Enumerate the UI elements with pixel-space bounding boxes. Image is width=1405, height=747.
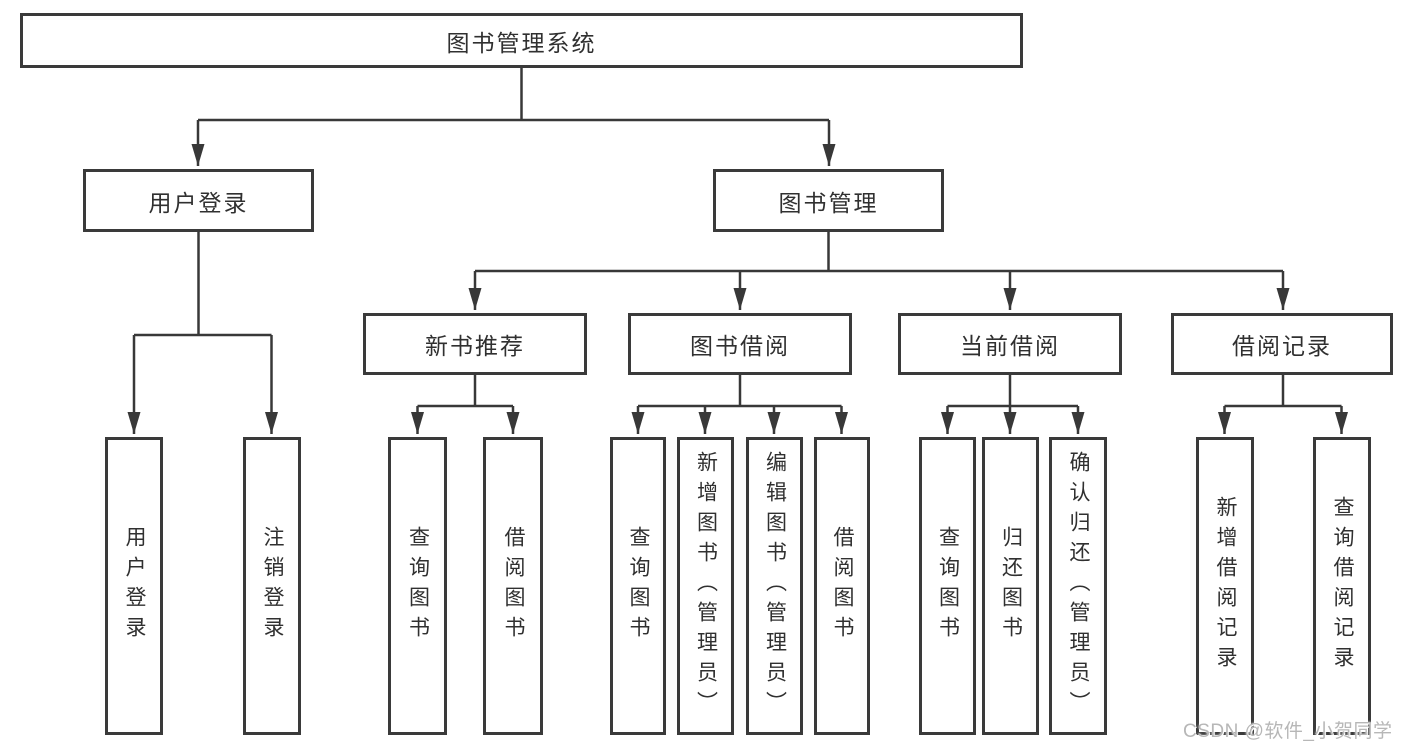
node-add-books-admin: 新增图书（管理员） — [677, 437, 734, 735]
node-label: 归还图书 — [999, 526, 1023, 646]
node-query-books-recommend: 查询图书 — [388, 437, 447, 735]
node-label: 图书借阅 — [690, 333, 790, 359]
node-label: 注销登录 — [261, 526, 284, 646]
node-label: 借阅图书 — [831, 526, 854, 646]
node-borrow-books-action: 借阅图书 — [814, 437, 870, 735]
node-confirm-return-admin: 确认归还（管理员） — [1049, 437, 1107, 735]
node-label: 当前借阅 — [960, 333, 1060, 359]
node-borrow-books-recommend: 借阅图书 — [483, 437, 543, 735]
node-label: 用户登录 — [123, 526, 146, 646]
node-label: 图书管理系统 — [446, 29, 597, 56]
node-logout-action: 注销登录 — [243, 437, 301, 735]
node-label: 新书推荐 — [425, 333, 525, 359]
node-current-borrowing: 当前借阅 — [898, 313, 1122, 375]
node-label: 确认归还（管理员） — [1067, 451, 1090, 721]
node-query-borrow-record: 查询借阅记录 — [1313, 437, 1371, 735]
node-label: 编辑图书（管理员） — [763, 451, 787, 721]
node-label: 借阅图书 — [502, 526, 525, 646]
node-book-borrowing: 图书借阅 — [628, 313, 852, 375]
node-edit-books-admin: 编辑图书（管理员） — [746, 437, 803, 735]
node-label: 查询图书 — [936, 526, 960, 646]
node-root-system: 图书管理系统 — [20, 13, 1023, 68]
node-add-borrow-record: 新增借阅记录 — [1196, 437, 1254, 735]
node-label: 查询借阅记录 — [1331, 496, 1354, 676]
node-user-login-module: 用户登录 — [83, 169, 314, 232]
csdn-watermark: CSDN @软件_小贺同学 — [1183, 721, 1393, 742]
node-new-book-recommendation: 新书推荐 — [363, 313, 587, 375]
node-label: 新增借阅记录 — [1214, 496, 1237, 676]
node-query-books-current: 查询图书 — [919, 437, 976, 735]
node-label: 借阅记录 — [1232, 333, 1332, 359]
node-return-books: 归还图书 — [982, 437, 1039, 735]
node-label: 新增图书（管理员） — [694, 451, 718, 721]
node-book-management: 图书管理 — [713, 169, 944, 232]
node-query-books-borrowing: 查询图书 — [610, 437, 666, 735]
node-label: 查询图书 — [406, 526, 430, 646]
node-label: 查询图书 — [627, 526, 650, 646]
node-label: 图书管理 — [778, 189, 879, 216]
node-label: 用户登录 — [148, 189, 249, 216]
node-user-login-action: 用户登录 — [105, 437, 163, 735]
node-borrowing-records: 借阅记录 — [1171, 313, 1393, 375]
